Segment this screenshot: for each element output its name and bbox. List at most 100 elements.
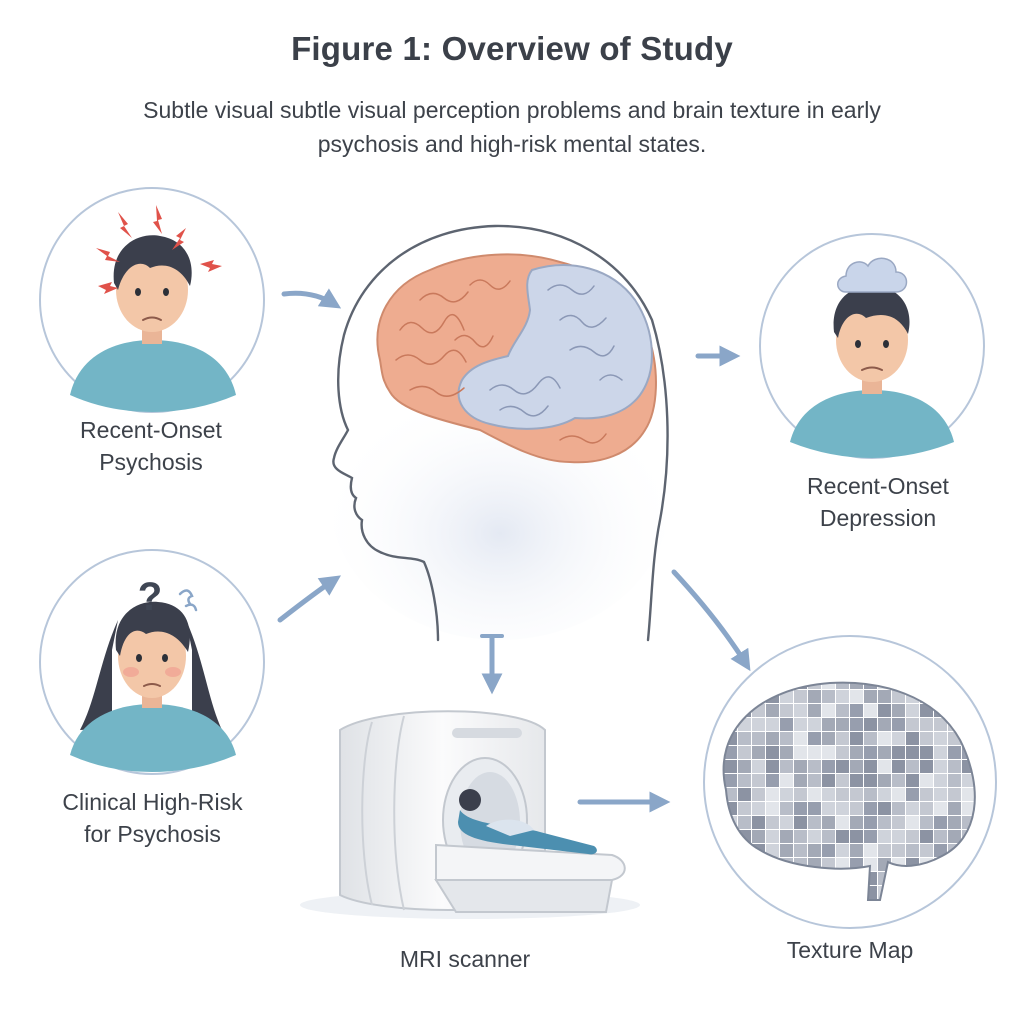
texture-cell <box>738 802 751 815</box>
texture-cell <box>738 760 751 773</box>
texture-cell <box>850 732 863 745</box>
texture-cell <box>738 788 751 801</box>
texture-cell <box>808 830 821 843</box>
texture-cell <box>794 788 807 801</box>
texture-cell <box>934 844 947 857</box>
texture-cell <box>920 774 933 787</box>
texture-cell <box>850 774 863 787</box>
label-line: Clinical High-Risk <box>62 789 243 815</box>
lightning-bolts-icon <box>96 205 222 294</box>
figure-title: Figure 1: Overview of Study <box>291 30 733 67</box>
texture-cell <box>892 802 905 815</box>
texture-cell <box>766 788 779 801</box>
texture-cell <box>710 858 723 871</box>
texture-cell <box>766 830 779 843</box>
texture-cell <box>892 830 905 843</box>
texture-cell <box>892 704 905 717</box>
texture-cell <box>878 760 891 773</box>
texture-cell <box>864 718 877 731</box>
texture-cell <box>794 816 807 829</box>
texture-cell <box>808 788 821 801</box>
texture-cell <box>864 844 877 857</box>
texture-cell <box>850 746 863 759</box>
texture-cell <box>780 844 793 857</box>
texture-cell <box>808 802 821 815</box>
texture-cell <box>836 760 849 773</box>
texture-cell <box>864 760 877 773</box>
label-line: Psychosis <box>99 449 203 475</box>
texture-cell <box>948 760 961 773</box>
texture-cell <box>864 746 877 759</box>
texture-cell <box>822 704 835 717</box>
texture-cell <box>808 760 821 773</box>
recent-onset-psychosis-portrait <box>39 187 265 413</box>
texture-cell <box>850 760 863 773</box>
texture-cell <box>962 886 975 899</box>
texture-cell <box>780 788 793 801</box>
texture-cell <box>878 718 891 731</box>
texture-cell <box>752 760 765 773</box>
texture-cell <box>878 788 891 801</box>
texture-cell <box>836 682 849 689</box>
texture-cell <box>864 788 877 801</box>
label-line: for Psychosis <box>84 821 221 847</box>
texture-cell <box>948 774 961 787</box>
cloud-icon <box>837 257 908 293</box>
texture-cell <box>794 802 807 815</box>
texture-cell <box>850 816 863 829</box>
texture-cell <box>794 690 807 703</box>
label-line: Depression <box>819 505 937 531</box>
texture-cell <box>766 704 779 717</box>
texture-cell <box>864 802 877 815</box>
texture-cell <box>822 682 835 689</box>
texture-cell <box>710 690 723 703</box>
texture-cell <box>794 844 807 857</box>
texture-cell <box>976 886 989 899</box>
texture-cell <box>878 802 891 815</box>
texture-cell <box>864 816 877 829</box>
texture-cell <box>808 844 821 857</box>
texture-cell <box>920 830 933 843</box>
texture-cell <box>878 816 891 829</box>
texture-cell <box>710 886 723 899</box>
flow-arrows <box>277 288 751 813</box>
texture-cell <box>836 844 849 857</box>
texture-cell <box>724 886 737 899</box>
texture-cell <box>794 704 807 717</box>
texture-cell <box>934 788 947 801</box>
texture-cell <box>976 872 989 885</box>
texture-cell <box>878 830 891 843</box>
texture-cell <box>906 788 919 801</box>
texture-cell <box>766 816 779 829</box>
texture-cell <box>850 788 863 801</box>
texture-cell <box>822 844 835 857</box>
label-texture-map: Texture Map <box>786 937 914 963</box>
texture-cell <box>710 872 723 885</box>
texture-cell <box>906 746 919 759</box>
texture-cell <box>948 900 961 913</box>
texture-cell <box>822 746 835 759</box>
texture-cell <box>822 690 835 703</box>
texture-cell <box>948 788 961 801</box>
texture-cell <box>738 816 751 829</box>
texture-cell <box>766 760 779 773</box>
arrow-psychosis-to-brain <box>281 288 342 309</box>
texture-cell <box>836 704 849 717</box>
texture-cell <box>710 900 723 913</box>
texture-cell <box>794 830 807 843</box>
texture-cell <box>934 816 947 829</box>
texture-cell <box>808 690 821 703</box>
texture-cell <box>878 746 891 759</box>
texture-cell <box>836 774 849 787</box>
texture-cell <box>892 718 905 731</box>
texture-cell <box>892 816 905 829</box>
texture-cell <box>906 844 919 857</box>
texture-cell <box>962 788 975 801</box>
arrow-brain-to-texture <box>671 569 751 672</box>
texture-cell <box>738 732 751 745</box>
texture-cell <box>864 690 877 703</box>
texture-cell <box>864 682 877 689</box>
texture-cell <box>948 746 961 759</box>
texture-cell <box>766 746 779 759</box>
texture-cell <box>752 746 765 759</box>
